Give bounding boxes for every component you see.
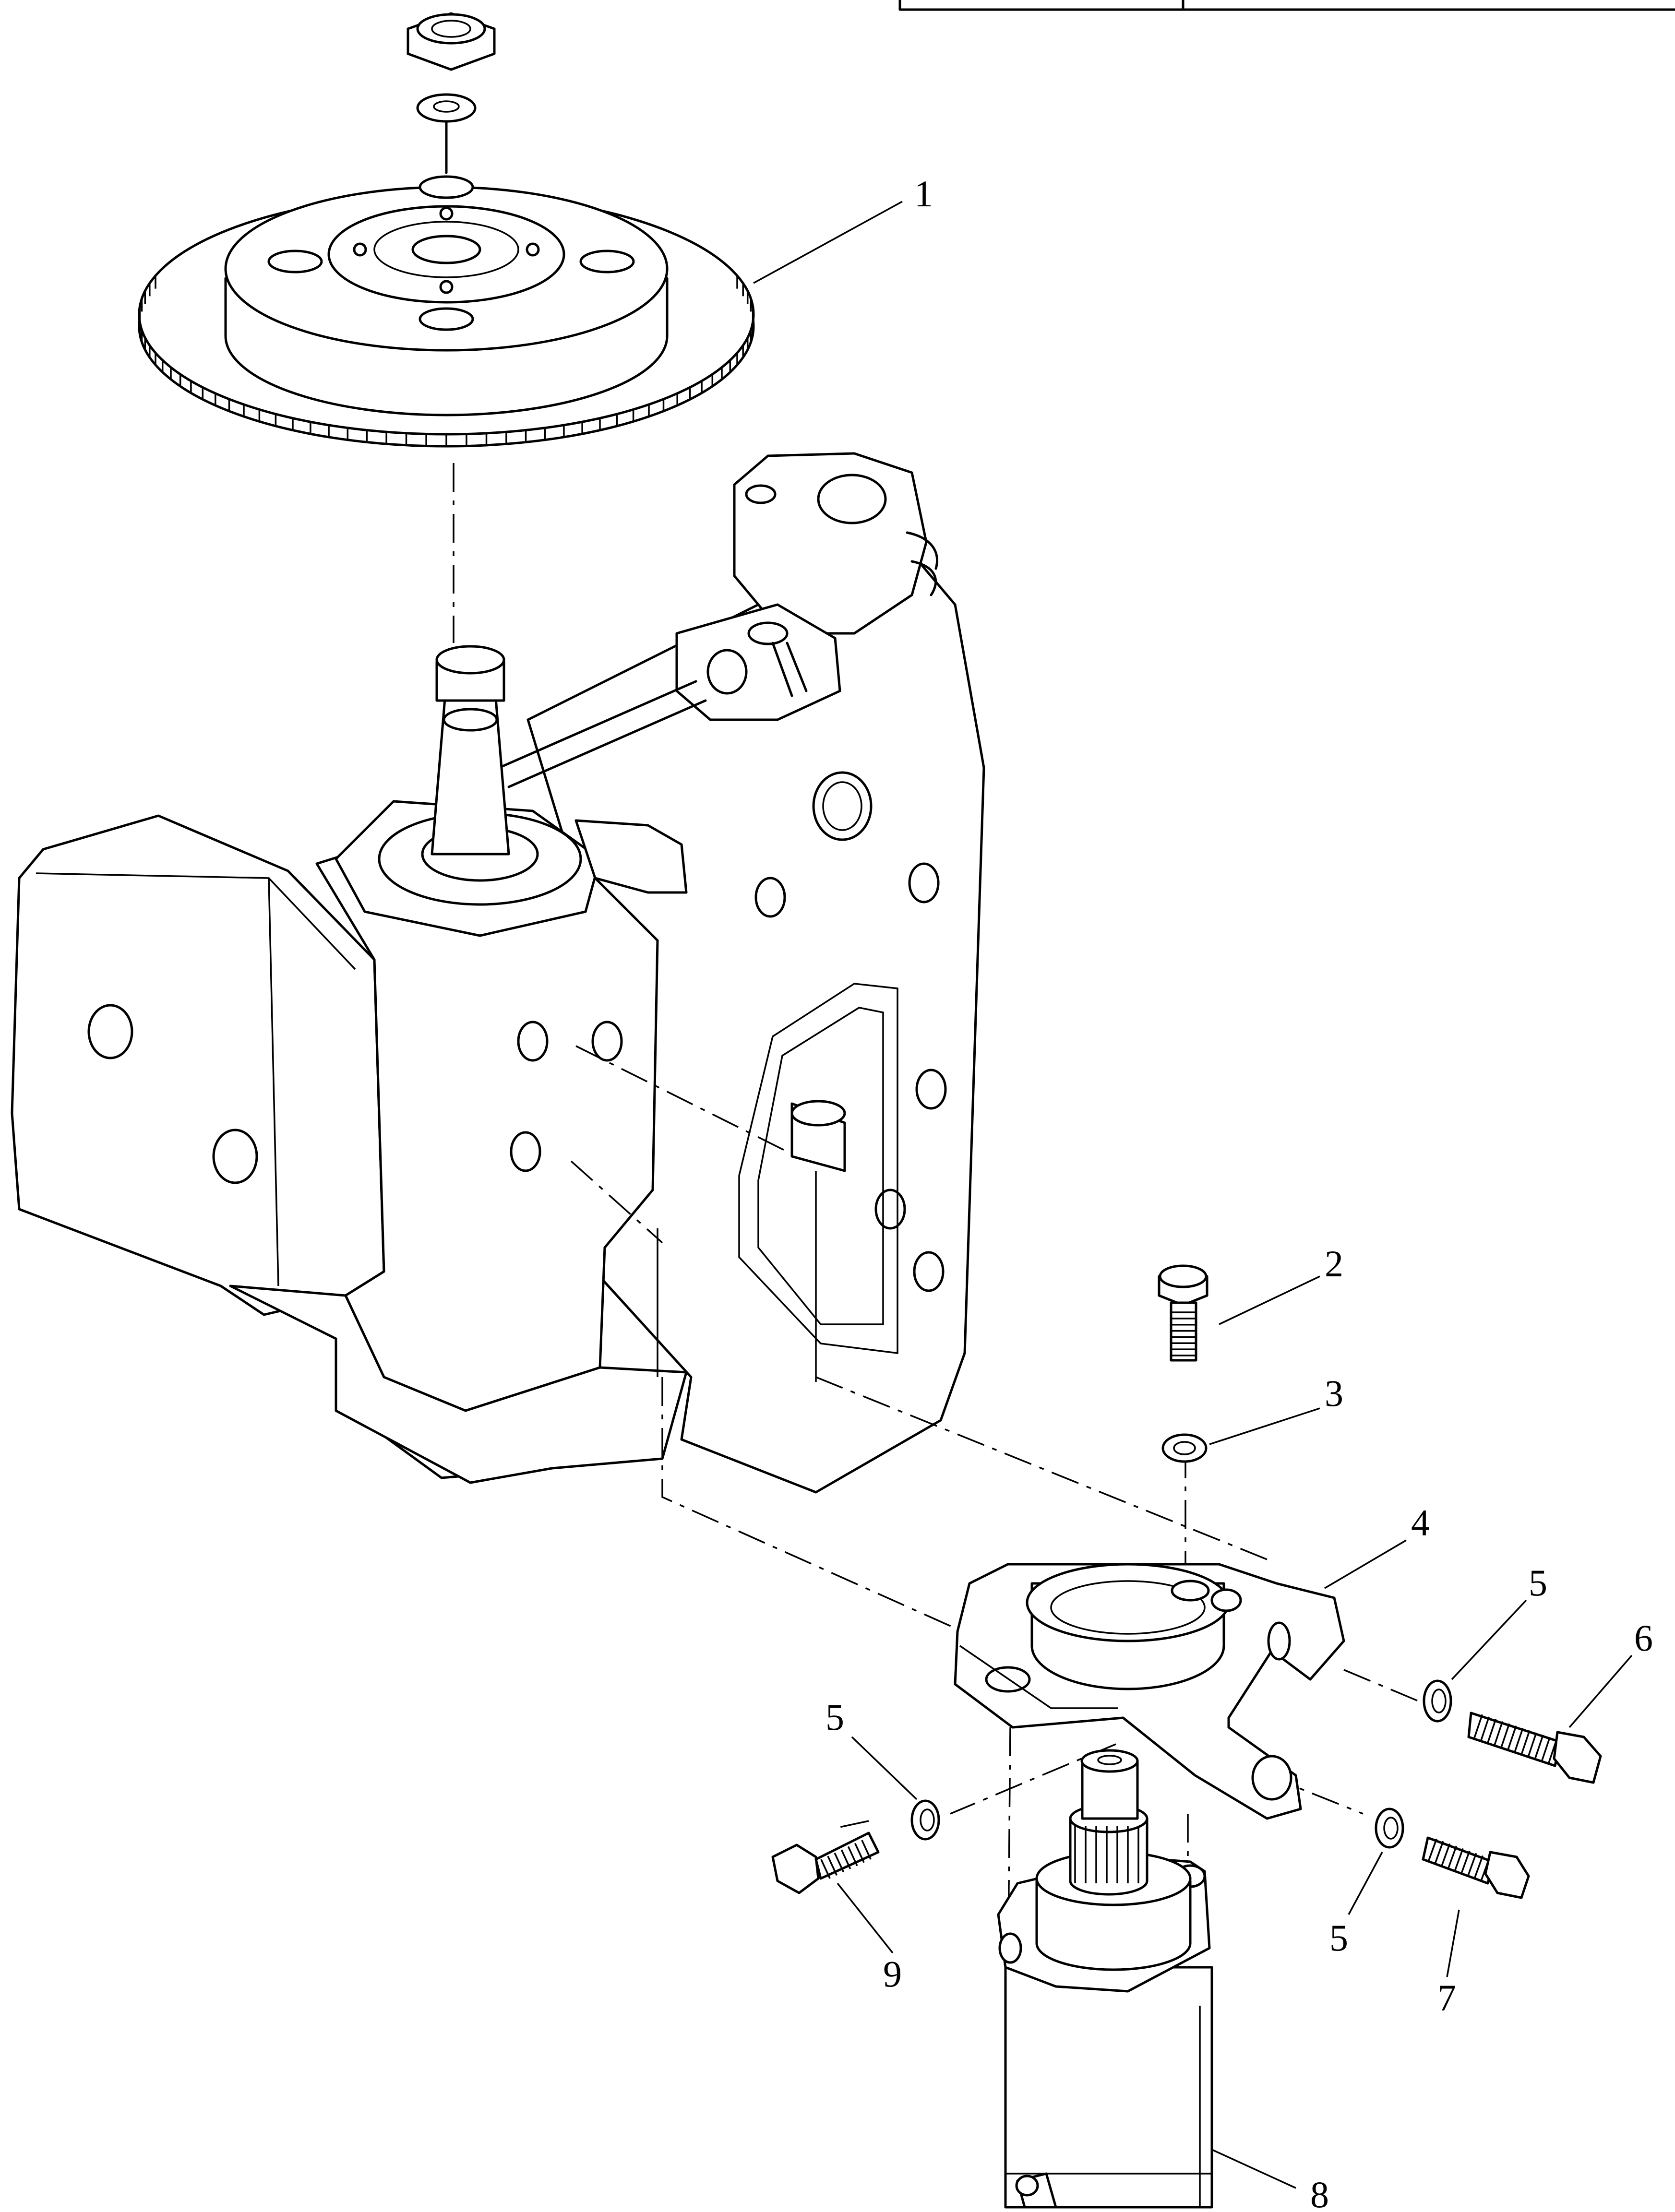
callout-4: 4 — [1411, 1502, 1430, 1544]
callout-3: 3 — [1325, 1372, 1343, 1414]
callout-8: 8 — [1310, 2174, 1329, 2212]
washer-3 — [1161, 1433, 1208, 1463]
thread-ring — [1473, 1714, 1483, 1739]
callout-5-left: 5 — [826, 1696, 844, 1738]
bolt-6 — [1467, 1712, 1602, 1784]
thread-ring — [1520, 1730, 1531, 1755]
callout-5-right: 5 — [1529, 1562, 1547, 1604]
thread-ring — [1534, 1735, 1544, 1759]
washer-5-lower — [1375, 1808, 1404, 1849]
flywheel-washer — [416, 93, 477, 123]
thread-ring — [1467, 1853, 1477, 1876]
starter-motor-icon — [997, 1749, 1213, 2209]
thread-ring — [1434, 1841, 1444, 1864]
thread-ring — [827, 1855, 838, 1876]
thread-ring — [1474, 1855, 1484, 1878]
thread-ring — [820, 1859, 831, 1879]
callout-6: 6 — [1634, 1617, 1653, 1659]
washer-5-right — [1423, 1679, 1452, 1723]
thread-ring — [854, 1843, 865, 1863]
thread-ring — [1507, 1725, 1517, 1750]
flywheel-nut — [407, 12, 496, 71]
thread-ring — [1480, 1716, 1490, 1741]
bolt-2 — [1158, 1264, 1208, 1362]
callout-numbers: 1 2 3 4 5 5 5 6 7 8 9 — [826, 173, 1653, 2212]
callout-2: 2 — [1325, 1243, 1343, 1284]
callout-9: 9 — [883, 1953, 902, 1995]
flywheel-icon — [138, 175, 755, 448]
thread-ring — [1514, 1728, 1524, 1752]
thread-ring — [861, 1840, 872, 1860]
washer-5-left — [910, 1799, 940, 1841]
thread-ring — [840, 1849, 851, 1869]
thread-ring — [1487, 1719, 1497, 1743]
thread-ring — [1454, 1848, 1464, 1871]
title-block-fragment — [898, 0, 1675, 11]
starter-bracket-icon — [954, 1563, 1345, 1820]
thread-ring — [847, 1846, 858, 1867]
thread-ring — [1527, 1732, 1537, 1757]
powerhead-block-icon — [11, 452, 985, 1494]
bolt-7 — [1422, 1836, 1530, 1899]
callout-5-lower: 5 — [1329, 1917, 1348, 1959]
thread-ring — [1541, 1737, 1551, 1761]
thread-ring — [1500, 1723, 1510, 1748]
thread-ring — [834, 1852, 845, 1873]
bolt-9 — [771, 1831, 880, 1894]
thread-ring — [1460, 1850, 1471, 1873]
thread-ring — [1448, 1845, 1458, 1868]
callout-1: 1 — [914, 173, 933, 214]
thread-ring — [1494, 1721, 1504, 1746]
thread-ring — [1428, 1838, 1437, 1861]
thread-ring — [1441, 1843, 1451, 1866]
leader-lines — [753, 201, 1633, 2189]
callout-7: 7 — [1437, 1977, 1456, 2019]
